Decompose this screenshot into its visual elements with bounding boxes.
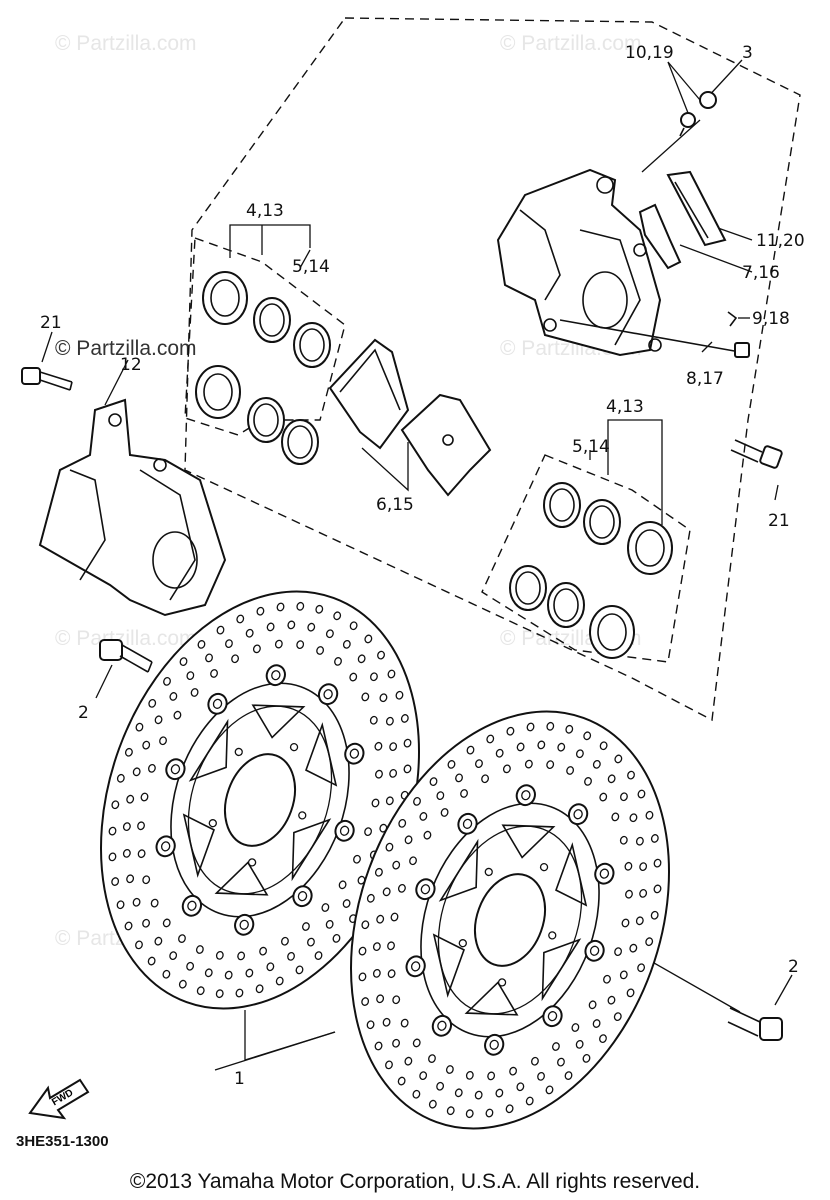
callout-label: 4,13 [246, 201, 284, 221]
callout-label: 21 [768, 511, 790, 531]
diagram-code: 3HE351-1300 [16, 1133, 109, 1150]
left-piston-group-box [184, 237, 346, 436]
watermark: © Partzilla.com [55, 627, 197, 650]
callout-label: 1 [234, 1069, 245, 1089]
watermark: © Partzilla.com [55, 337, 197, 360]
callout-label: 2 [78, 703, 89, 723]
bleed-screw-icon [679, 91, 717, 137]
callout-label: 6,15 [376, 495, 414, 515]
callout-label: 10,19 [625, 43, 674, 63]
callout-label: 4,13 [606, 397, 644, 417]
callout-label: 11,20 [756, 231, 805, 251]
piston-seal-icon [543, 482, 581, 528]
piston-seal-icon [547, 582, 585, 628]
callout-label: 3 [742, 43, 753, 63]
callout-label: 8,17 [686, 369, 724, 389]
pad-clip-icon [638, 203, 682, 270]
callout-label: 9,18 [752, 309, 790, 329]
brake-pad-icon [400, 393, 492, 497]
piston-icon [627, 521, 673, 575]
bolt-icon [99, 639, 153, 673]
bolt-icon [727, 1007, 783, 1041]
piston-icon [195, 365, 241, 419]
forward-arrow-icon: FWD [28, 1078, 90, 1120]
piston-icon [589, 605, 635, 659]
callout-label: 21 [40, 313, 62, 333]
callout-labels: 10,19 3 4,13 5,14 11,20 7,16 9,18 8,17 2… [40, 43, 805, 1089]
piston-seal-icon [293, 322, 331, 368]
piston-seal-icon [509, 565, 547, 611]
pad-pin-icon [559, 319, 750, 358]
clip-icon [727, 311, 738, 327]
pad-spring-icon [666, 170, 727, 247]
piston-seal-icon [583, 499, 621, 545]
piston-seal-icon [253, 297, 291, 343]
brake-disc-icon [350, 710, 670, 1130]
bolt-icon [21, 367, 73, 391]
assembly-outline [184, 17, 801, 722]
watermark: © Partzilla.com [500, 32, 642, 55]
brake-pad-icon [328, 338, 410, 450]
copyright-notice: ©2013 Yamaha Motor Corporation, U.S.A. A… [130, 1170, 700, 1193]
callout-label: 5,14 [292, 257, 330, 277]
callout-label: 5,14 [572, 437, 610, 457]
watermark: © Partzilla.com [55, 32, 197, 55]
right-piston-group-box [481, 454, 691, 663]
right-caliper-icon [496, 168, 662, 357]
piston-seal-icon [247, 397, 285, 443]
piston-seal-icon [281, 419, 319, 465]
callout-label: 7,16 [742, 263, 780, 283]
bolt-icon [730, 439, 783, 469]
piston-icon [202, 271, 248, 325]
left-caliper-icon [38, 398, 227, 617]
brake-disc-icon [100, 590, 420, 1010]
callout-label: 12 [120, 355, 142, 375]
callout-label: 2 [788, 957, 799, 977]
